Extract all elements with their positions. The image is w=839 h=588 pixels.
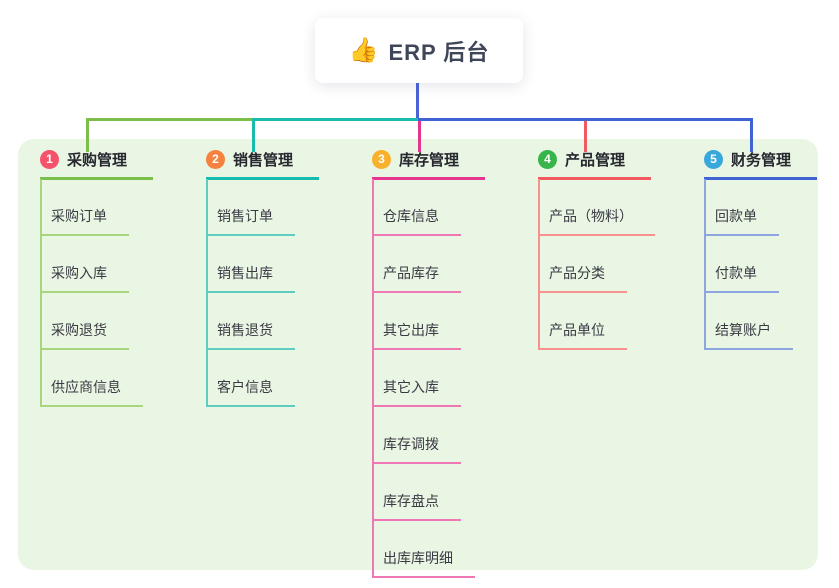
child-topic[interactable]: 销售退货 (206, 320, 295, 350)
branch-node-3[interactable]: 3 库存管理 (372, 149, 486, 180)
child-node: 出库库明细 (372, 548, 475, 578)
branch-label: 财务管理 (731, 152, 792, 169)
branch-number-badge: 4 (538, 150, 557, 169)
branch-drop-line (86, 121, 89, 152)
child-topic[interactable]: 回款单 (704, 206, 779, 236)
child-rail-line (206, 179, 208, 407)
connector-segment (418, 118, 753, 121)
child-node: 回款单 (704, 206, 793, 236)
child-topic[interactable]: 出库库明细 (372, 548, 475, 578)
child-node: 产品分类 (538, 263, 655, 293)
child-topic[interactable]: 其它入库 (372, 377, 461, 407)
branch-label: 库存管理 (399, 152, 460, 169)
branch-label: 采购管理 (67, 152, 128, 169)
connector-segment (86, 118, 255, 121)
child-node: 产品（物料） (538, 206, 655, 236)
thumbs-up-icon: 👍 (348, 36, 379, 64)
child-node: 其它入库 (372, 377, 475, 407)
child-topic[interactable]: 结算账户 (704, 320, 793, 350)
root-node[interactable]: 👍 ERP 后台 (315, 18, 523, 83)
branch-children: 销售订单销售出库销售退货客户信息 (206, 179, 295, 407)
branch-node-4[interactable]: 4 产品管理 (538, 149, 652, 180)
child-node: 结算账户 (704, 320, 793, 350)
child-topic[interactable]: 产品单位 (538, 320, 627, 350)
branch-number-badge: 1 (40, 150, 59, 169)
child-topic[interactable]: 销售出库 (206, 263, 295, 293)
branch-number-badge: 5 (704, 150, 723, 169)
child-node: 库存盘点 (372, 491, 475, 521)
child-topic[interactable]: 库存盘点 (372, 491, 461, 521)
branch-node-2[interactable]: 2 销售管理 (206, 149, 320, 180)
child-node: 销售退货 (206, 320, 295, 350)
child-topic[interactable]: 供应商信息 (40, 377, 143, 407)
child-topic[interactable]: 库存调拨 (372, 434, 461, 464)
child-topic[interactable]: 客户信息 (206, 377, 295, 407)
branch-children: 回款单付款单结算账户 (704, 179, 793, 350)
child-node: 仓库信息 (372, 206, 475, 236)
child-node: 销售订单 (206, 206, 295, 236)
branch-number-badge: 3 (372, 150, 391, 169)
branch-drop-line (584, 121, 587, 152)
branch-drop-line (252, 121, 255, 152)
branches-background-panel (18, 139, 818, 570)
child-topic[interactable]: 产品（物料） (538, 206, 655, 236)
branch-node-5[interactable]: 5 财务管理 (704, 149, 818, 180)
branch-label: 产品管理 (565, 152, 626, 169)
child-node: 产品库存 (372, 263, 475, 293)
branch-children: 仓库信息产品库存其它出库其它入库库存调拨库存盘点出库库明细 (372, 179, 475, 578)
child-node: 库存调拨 (372, 434, 475, 464)
branch-number-badge: 2 (206, 150, 225, 169)
child-node: 其它出库 (372, 320, 475, 350)
child-rail-line (372, 179, 374, 578)
child-node: 产品单位 (538, 320, 655, 350)
child-node: 采购入库 (40, 263, 143, 293)
child-rail-line (538, 179, 540, 350)
child-topic[interactable]: 仓库信息 (372, 206, 461, 236)
branch-drop-line (418, 121, 421, 152)
child-topic[interactable]: 采购订单 (40, 206, 129, 236)
root-connector-line (416, 83, 419, 121)
child-node: 采购订单 (40, 206, 143, 236)
connector-segment (252, 118, 421, 121)
child-topic[interactable]: 销售订单 (206, 206, 295, 236)
child-topic[interactable]: 产品库存 (372, 263, 461, 293)
child-topic[interactable]: 付款单 (704, 263, 779, 293)
child-topic[interactable]: 产品分类 (538, 263, 627, 293)
child-node: 付款单 (704, 263, 793, 293)
child-node: 供应商信息 (40, 377, 143, 407)
child-topic[interactable]: 其它出库 (372, 320, 461, 350)
child-rail-line (40, 179, 42, 407)
branch-drop-line (750, 121, 753, 152)
child-topic[interactable]: 采购入库 (40, 263, 129, 293)
root-title: ERP 后台 (388, 39, 490, 65)
branch-label: 销售管理 (233, 152, 294, 169)
branch-children: 采购订单采购入库采购退货供应商信息 (40, 179, 143, 407)
branch-node-1[interactable]: 1 采购管理 (40, 149, 154, 180)
branch-children: 产品（物料） 产品分类产品单位 (538, 179, 655, 350)
child-rail-line (704, 179, 706, 350)
child-topic[interactable]: 采购退货 (40, 320, 129, 350)
child-node: 采购退货 (40, 320, 143, 350)
child-node: 销售出库 (206, 263, 295, 293)
child-node: 客户信息 (206, 377, 295, 407)
